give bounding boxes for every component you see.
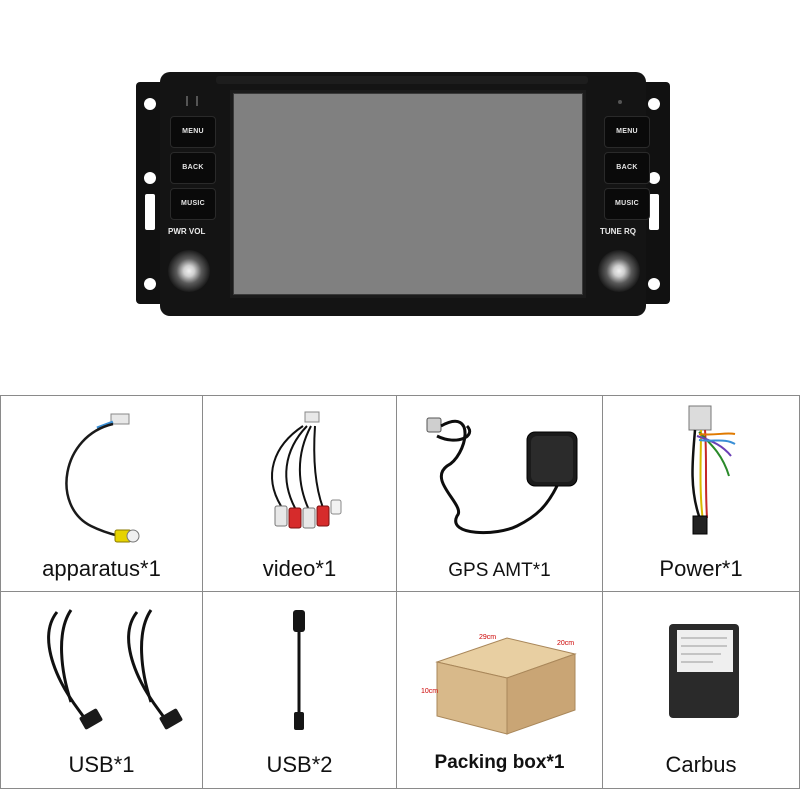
right-button-column: MENU BACK MUSIC xyxy=(604,116,650,224)
volume-knob[interactable] xyxy=(168,250,210,292)
menu-button-left[interactable]: MENU xyxy=(170,116,216,148)
back-button-left[interactable]: BACK xyxy=(170,152,216,184)
accessory-label: apparatus*1 xyxy=(42,556,161,581)
accessory-label: Carbus xyxy=(665,752,737,777)
accessory-cell-usb1: USB*1 xyxy=(1,592,203,788)
bracket-hole xyxy=(648,98,660,110)
indicator-dot-icon xyxy=(618,100,622,104)
accessory-cell-box: 29cm 20cm 10cm Packing box*1 xyxy=(397,592,603,788)
bracket-hole xyxy=(648,172,660,184)
accessory-cell-power: Power*1 xyxy=(603,396,799,592)
accessory-label: video*1 xyxy=(262,556,337,581)
accessory-label: GPS AMT*1 xyxy=(448,560,551,581)
top-bezel xyxy=(216,76,588,84)
back-button-right[interactable]: BACK xyxy=(604,152,650,184)
accessory-label: Packing box*1 xyxy=(434,752,565,773)
bracket-slot xyxy=(649,194,659,230)
accessory-label: USB*1 xyxy=(68,752,135,777)
music-button-left[interactable]: MUSIC xyxy=(170,188,216,220)
accessory-cell-carbus: Carbus xyxy=(603,592,799,788)
camera-cable-icon xyxy=(65,413,140,543)
bracket-slot xyxy=(145,194,155,230)
canbus-box-icon xyxy=(669,624,739,718)
bracket-hole xyxy=(144,98,156,110)
car-radio-head-unit: MENU BACK MUSIC MENU BACK MUSIC PWR VOL … xyxy=(136,72,670,316)
accessory-cell-apparatus: apparatus*1 xyxy=(1,396,203,592)
accessory-label: Power*1 xyxy=(659,556,743,581)
rca-video-cable-icon xyxy=(271,411,342,529)
box-length-label: 29cm xyxy=(479,634,497,641)
box-height-label: 10cm xyxy=(421,688,439,695)
gps-antenna-icon xyxy=(426,417,578,535)
usb-cables-icon xyxy=(47,609,183,730)
tune-label: TUNE RQ xyxy=(600,227,636,236)
accessory-cell-video: video*1 xyxy=(203,396,397,592)
accessories-grid: apparatus*1 video*1 GPS AMT*1 xyxy=(0,395,800,789)
bracket-hole xyxy=(144,172,156,184)
pwr-vol-label: PWR VOL xyxy=(168,227,206,236)
microphone-icon xyxy=(186,96,198,106)
accessory-label: USB*2 xyxy=(266,752,333,777)
menu-button-right[interactable]: MENU xyxy=(604,116,650,148)
power-harness-icon xyxy=(688,405,736,535)
cardboard-box-icon xyxy=(435,637,577,735)
usb-extension-icon xyxy=(293,610,305,730)
bracket-hole xyxy=(144,278,156,290)
bracket-hole xyxy=(648,278,660,290)
accessory-cell-gps: GPS AMT*1 xyxy=(397,396,603,592)
accessory-cell-usb2: USB*2 xyxy=(203,592,397,788)
display-screen[interactable] xyxy=(230,90,586,298)
tune-knob[interactable] xyxy=(598,250,640,292)
box-width-label: 20cm xyxy=(557,640,575,647)
music-button-right[interactable]: MUSIC xyxy=(604,188,650,220)
left-button-column: MENU BACK MUSIC xyxy=(170,116,216,224)
